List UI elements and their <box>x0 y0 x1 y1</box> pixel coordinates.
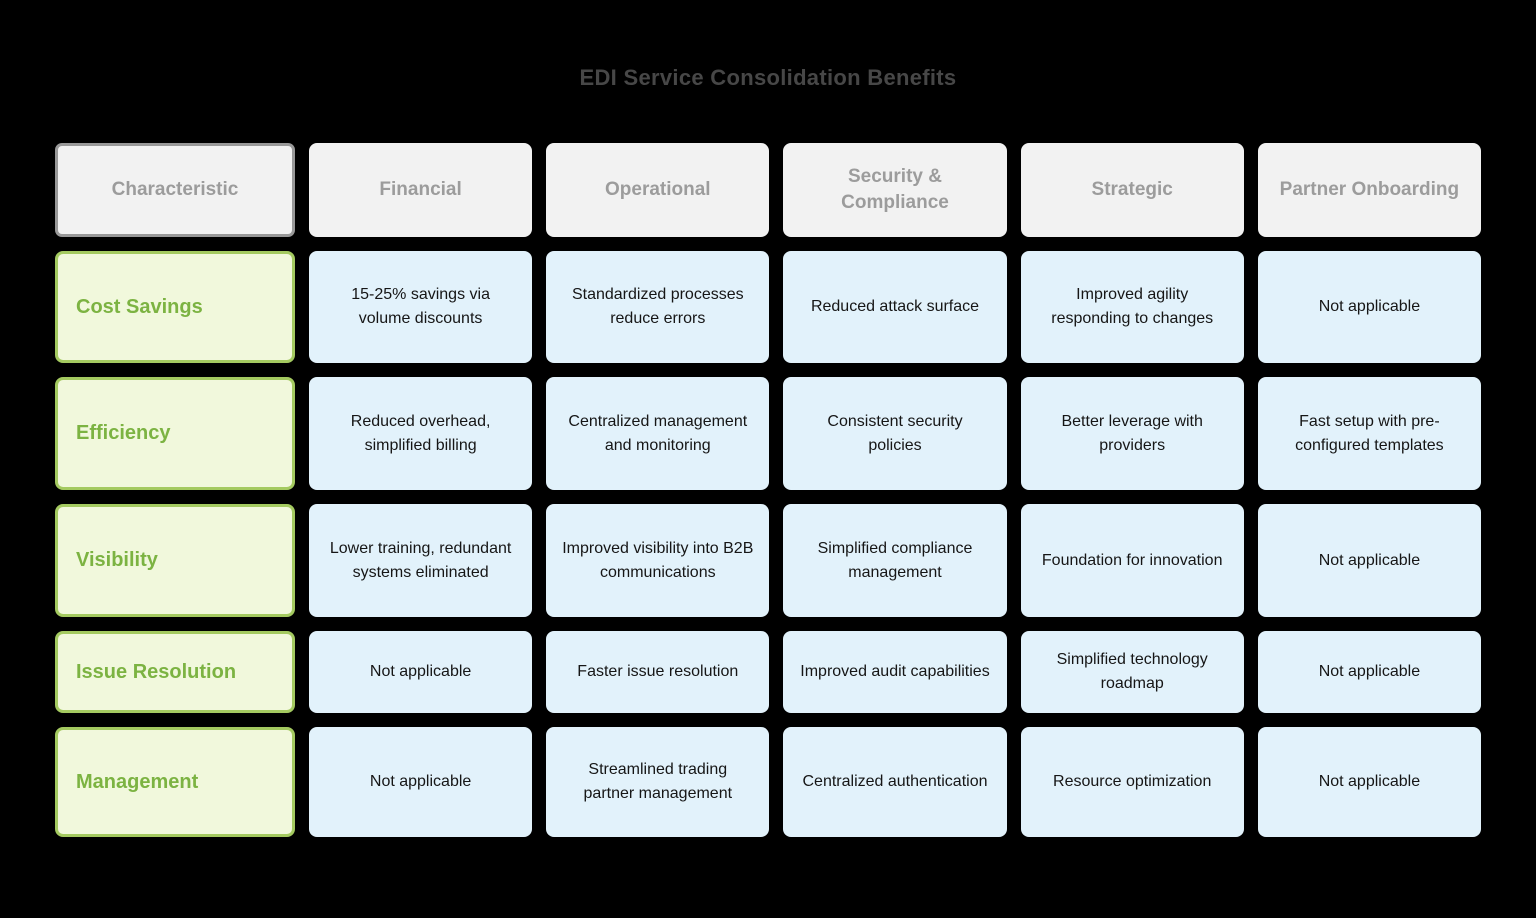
benefit-cell: Simplified technology roadmap <box>1020 631 1244 713</box>
benefit-cell: Lower training, redundant systems elimin… <box>309 504 533 617</box>
benefit-cell: 15-25% savings via volume discounts <box>309 251 533 363</box>
benefits-table: Characteristic Financial Operational Sec… <box>55 143 1481 837</box>
column-header-strategic: Strategic <box>1020 143 1244 237</box>
row-label-efficiency: Efficiency <box>55 377 295 490</box>
benefit-cell: Simplified compliance management <box>783 504 1007 617</box>
benefit-cell: Foundation for innovation <box>1020 504 1244 617</box>
benefit-cell: Improved visibility into B2B communicati… <box>546 504 770 617</box>
benefit-cell: Streamlined trading partner management <box>546 727 770 837</box>
benefit-cell: Better leverage with providers <box>1020 377 1244 490</box>
benefit-cell: Not applicable <box>1257 727 1481 837</box>
column-header-partner-onboarding: Partner Onboarding <box>1257 143 1481 237</box>
benefit-cell: Not applicable <box>1257 251 1481 363</box>
benefit-cell: Not applicable <box>1257 504 1481 617</box>
column-header-security-compliance: Security & Compliance <box>783 143 1007 237</box>
column-header-financial: Financial <box>309 143 533 237</box>
benefit-cell: Not applicable <box>1257 631 1481 713</box>
benefit-cell: Faster issue resolution <box>546 631 770 713</box>
benefit-cell: Resource optimization <box>1020 727 1244 837</box>
benefit-cell: Standardized processes reduce errors <box>546 251 770 363</box>
benefit-cell: Not applicable <box>309 727 533 837</box>
benefit-cell: Reduced attack surface <box>783 251 1007 363</box>
benefit-cell: Improved audit capabilities <box>783 631 1007 713</box>
benefit-cell: Not applicable <box>309 631 533 713</box>
benefit-cell: Improved agility responding to changes <box>1020 251 1244 363</box>
benefit-cell: Fast setup with pre-configured templates <box>1257 377 1481 490</box>
row-label-issue-resolution: Issue Resolution <box>55 631 295 713</box>
benefit-cell: Centralized authentication <box>783 727 1007 837</box>
benefit-cell: Reduced overhead, simplified billing <box>309 377 533 490</box>
row-label-visibility: Visibility <box>55 504 295 617</box>
benefit-cell: Centralized management and monitoring <box>546 377 770 490</box>
column-header-operational: Operational <box>546 143 770 237</box>
row-label-cost-savings: Cost Savings <box>55 251 295 363</box>
benefit-cell: Consistent security policies <box>783 377 1007 490</box>
row-label-management: Management <box>55 727 295 837</box>
column-header-characteristic: Characteristic <box>55 143 295 237</box>
page-title: EDI Service Consolidation Benefits <box>579 65 957 90</box>
